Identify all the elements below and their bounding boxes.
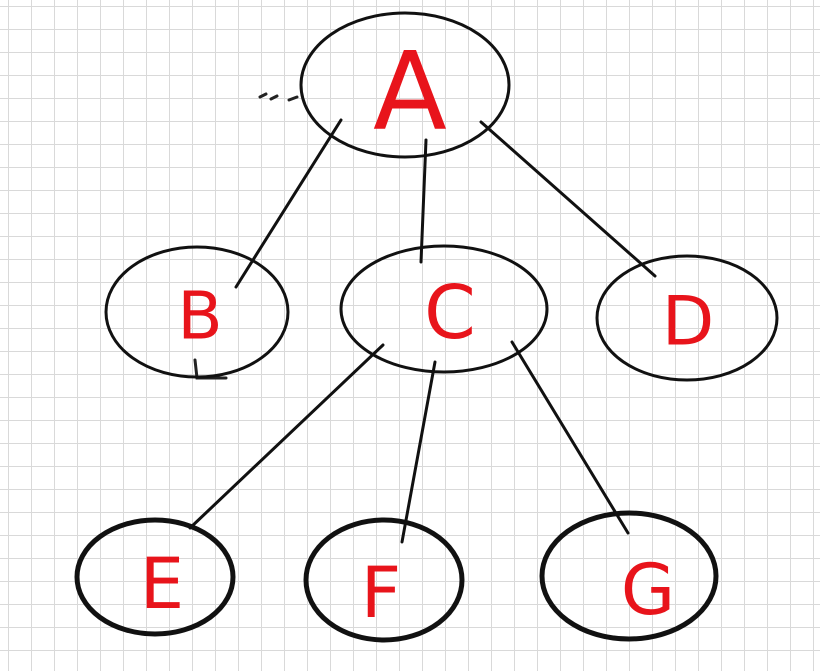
node-e-ellipse (74, 517, 236, 637)
scribble-mark (287, 95, 299, 102)
node-a-label: A (373, 30, 447, 155)
edge-c-e (188, 343, 385, 530)
node-e: E (74, 517, 236, 637)
edge-c-g (510, 340, 630, 535)
scribble-mark (258, 92, 268, 99)
node-a: A (299, 11, 511, 159)
node-c-label: C (424, 270, 476, 356)
scribble-mark (269, 94, 279, 101)
node-g-label: G (621, 549, 675, 631)
edge-a-b (234, 118, 343, 289)
node-f: F (303, 517, 465, 643)
node-f-ellipse (303, 517, 465, 643)
node-f-label: F (361, 552, 401, 634)
node-d-label: D (662, 283, 714, 362)
node-a-ellipse (299, 11, 511, 159)
node-c-ellipse (339, 244, 549, 374)
node-b: B (104, 245, 290, 379)
node-b-label: B (177, 278, 222, 355)
node-d-ellipse (595, 254, 779, 382)
node-g: G (539, 510, 719, 642)
node-c: C (339, 244, 549, 374)
node-e-label: E (140, 543, 184, 625)
edge-a-d (479, 120, 657, 278)
node-d: D (595, 254, 779, 382)
edges (188, 118, 657, 544)
edge-c-f (400, 360, 437, 544)
node-b-ellipse (104, 245, 290, 379)
node-g-ellipse (539, 510, 719, 642)
edge-a-c (419, 138, 428, 264)
